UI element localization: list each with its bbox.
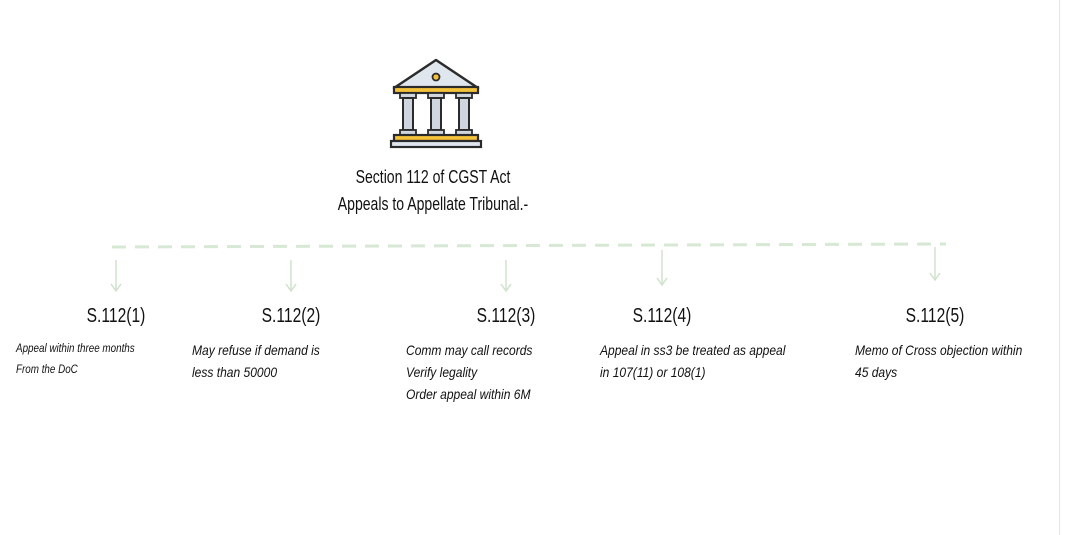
node-1-line-2: From the DoC (16, 362, 78, 376)
node-2-line-2: less than 50000 (192, 364, 278, 380)
node-3-line-1: Comm may call records (406, 342, 533, 358)
node-5-label: S.112(5) (905, 305, 965, 327)
arrow-to-node-5 (929, 247, 941, 282)
node-1-description: Appeal within three months From the DoC (16, 338, 135, 380)
horizontal-connector (111, 242, 947, 249)
page-right-border (1059, 0, 1060, 535)
node-4-label: S.112(4) (632, 305, 692, 327)
node-3-label: S.112(3) (476, 305, 536, 327)
node-2-line-1: May refuse if demand is (192, 342, 320, 358)
arrow-to-node-4 (656, 250, 668, 287)
title-line-1: Section 112 of CGST Act (355, 167, 511, 187)
node-3-line-2: Verify legality (406, 364, 478, 380)
arrow-to-node-1 (110, 260, 122, 293)
node-3-line-3: Order appeal within 6M (406, 386, 531, 402)
node-4-line-2: in 107(11) or 108(1) (600, 364, 706, 380)
arrow-to-node-2 (285, 260, 297, 293)
node-1-line-1: Appeal within three months (16, 341, 135, 355)
node-4-line-1: Appeal in ss3 be treated as appeal (600, 342, 786, 358)
node-5-line-1: Memo of Cross objection within (855, 342, 1023, 358)
arrow-to-node-3 (500, 260, 512, 293)
diagram-title: Section 112 of CGST Act Appeals to Appel… (0, 164, 866, 218)
node-3-description: Comm may call records Verify legality Or… (406, 339, 532, 405)
node-1-label: S.112(1) (86, 305, 146, 327)
node-5-description: Memo of Cross objection within 45 days (855, 339, 1022, 383)
node-2-description: May refuse if demand is less than 50000 (192, 339, 320, 383)
node-5-line-2: 45 days (855, 364, 898, 380)
courthouse-icon (389, 58, 483, 149)
node-2-label: S.112(2) (261, 305, 321, 327)
title-line-2: Appeals to Appellate Tribunal.- (337, 194, 529, 214)
node-4-description: Appeal in ss3 be treated as appeal in 10… (600, 339, 785, 383)
